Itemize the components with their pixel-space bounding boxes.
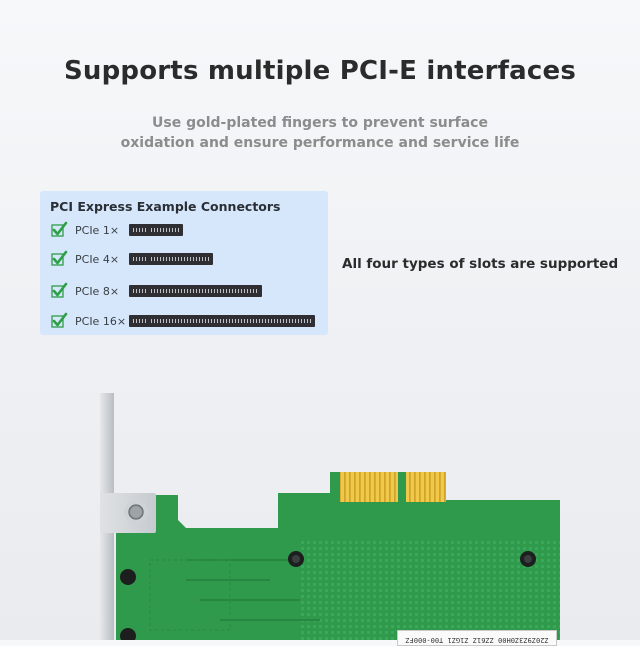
slot-4x bbox=[129, 253, 213, 265]
row-label: PCIe 4× bbox=[75, 253, 120, 266]
panel-title: PCI Express Example Connectors bbox=[50, 199, 281, 214]
connectors-panel: PCI Express Example Connectors PCIe 1× P… bbox=[40, 191, 328, 335]
check-icon bbox=[51, 250, 68, 266]
check-icon bbox=[51, 312, 68, 328]
row-label: PCIe 8× bbox=[75, 285, 120, 298]
row-pcie-4x: PCIe 4× bbox=[40, 250, 328, 270]
headline: Supports multiple PCI-E interfaces bbox=[63, 56, 577, 86]
slot-16x bbox=[129, 315, 315, 327]
row-pcie-1x: PCIe 1× bbox=[40, 221, 328, 241]
subline-1: Use gold-plated fingers to prevent surfa… bbox=[152, 115, 488, 131]
row-pcie-8x: PCIe 8× bbox=[40, 282, 328, 302]
row-label: PCIe 1× bbox=[75, 224, 120, 237]
row-pcie-16x: PCIe 16× bbox=[40, 312, 328, 332]
slot-support-note: All four types of slots are supported bbox=[342, 256, 619, 272]
check-icon bbox=[51, 282, 68, 298]
slot-1x bbox=[129, 224, 183, 236]
subline-2: oxidation and ensure performance and ser… bbox=[120, 135, 520, 151]
row-label: PCIe 16× bbox=[75, 315, 127, 328]
serial-label: Z20Z9Z3Z0H00 ZZ61Z Z1GZ1 T00-000FZ bbox=[397, 630, 557, 646]
screw-icon bbox=[124, 500, 148, 524]
slot-8x bbox=[129, 285, 262, 297]
check-icon bbox=[51, 221, 68, 237]
